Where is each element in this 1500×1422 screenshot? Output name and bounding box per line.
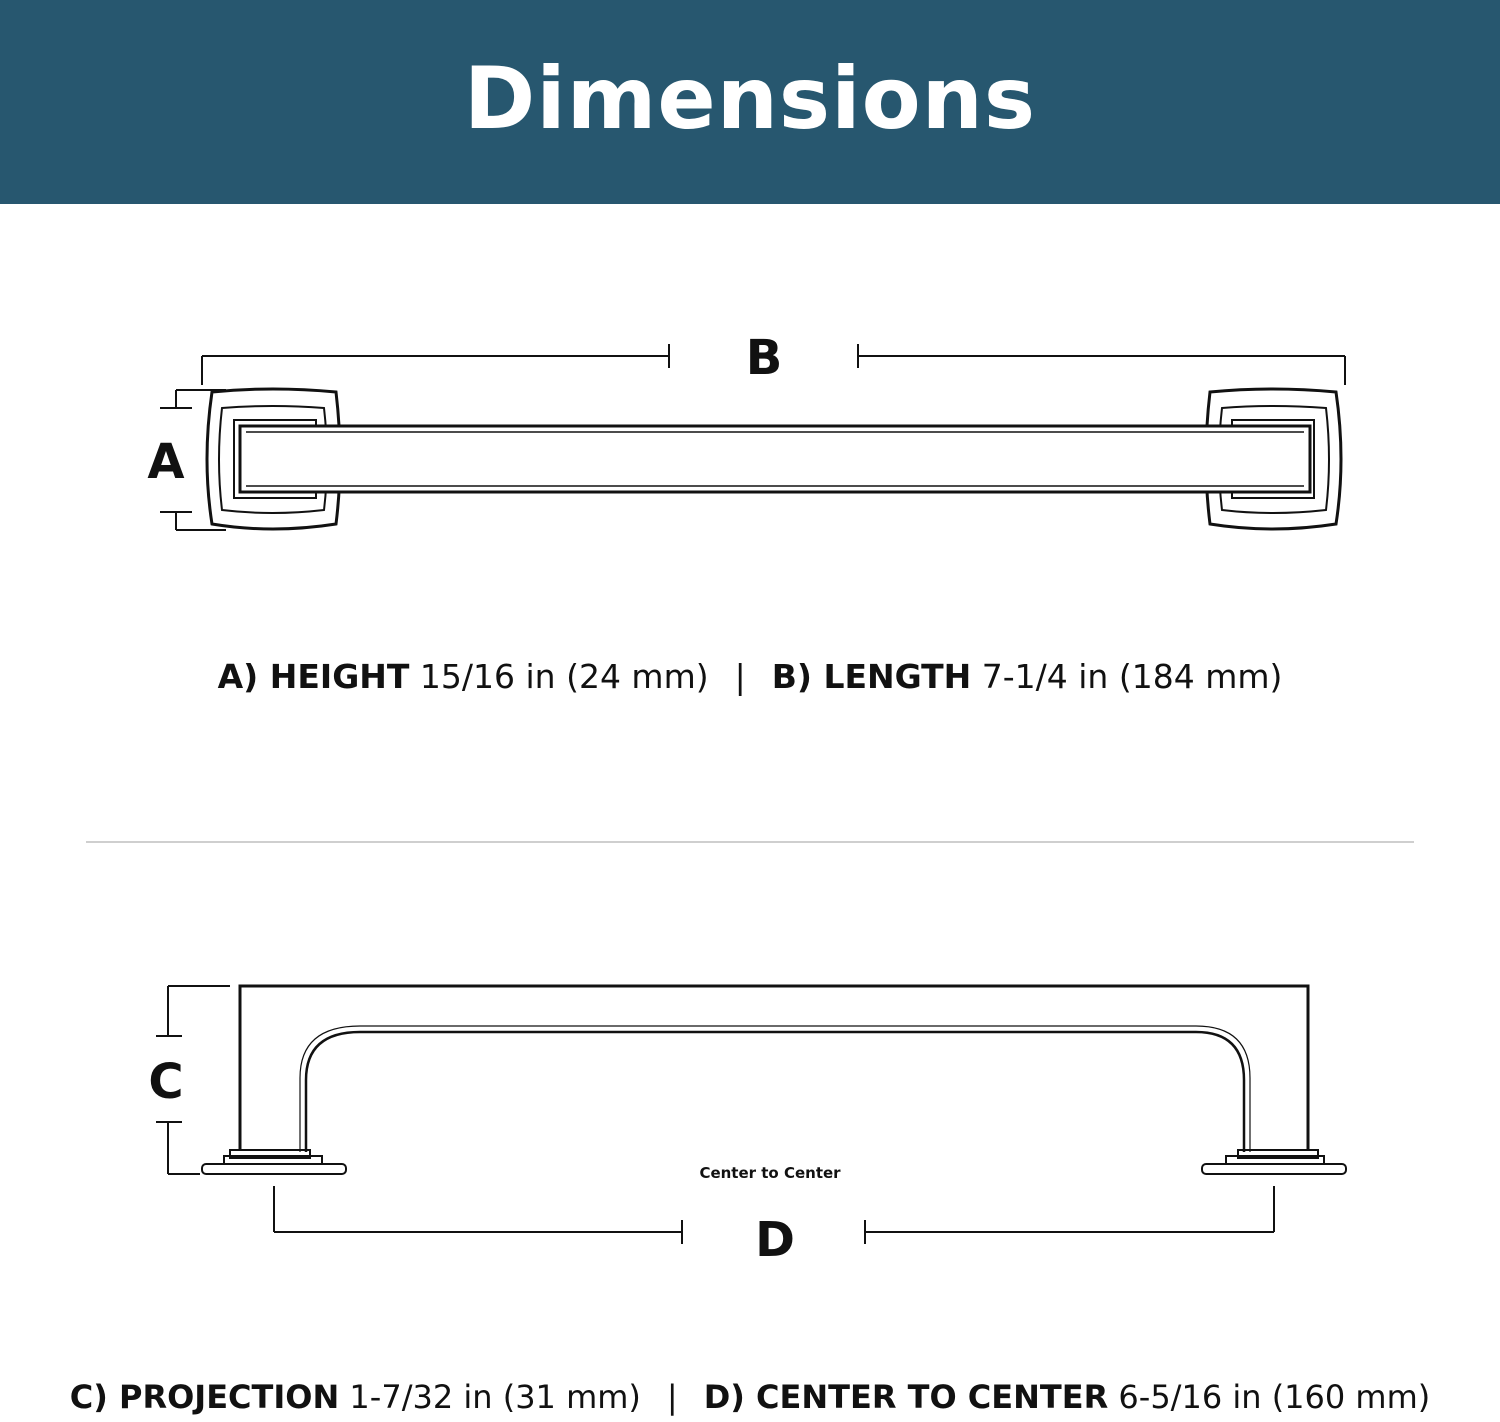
height-value: 15/16 in (24 mm) — [419, 657, 709, 696]
caption-height-length: A) HEIGHT 15/16 in (24 mm) | B) LENGTH 7-1… — [0, 657, 1500, 696]
center-to-center-key: D) CENTER TO CENTER — [703, 1378, 1109, 1416]
label-a: A — [147, 434, 184, 490]
projection-value: 1-7/32 in (31 mm) — [349, 1378, 641, 1416]
handle-bar-top — [238, 424, 1312, 494]
caption-separator: | — [666, 1378, 678, 1416]
caption-separator: | — [734, 657, 746, 696]
length-key: B) LENGTH — [771, 657, 972, 696]
label-d: D — [755, 1212, 795, 1268]
handle-side-outline — [238, 984, 1310, 1152]
label-c: C — [148, 1054, 183, 1110]
dimension-b-line — [201, 344, 1346, 385]
label-b: B — [746, 330, 783, 386]
header-banner: Dimensions — [0, 0, 1500, 204]
page-title: Dimensions — [463, 49, 1037, 149]
top-view-drawing — [160, 344, 1346, 531]
dimension-d-line — [273, 1186, 1275, 1244]
dimension-c-line — [156, 985, 230, 1175]
center-to-center-value: 6-5/16 in (160 mm) — [1118, 1378, 1431, 1416]
height-key: A) HEIGHT — [217, 657, 410, 696]
left-foot-side — [201, 1149, 347, 1175]
caption-projection-center: C) PROJECTION 1-7/32 in (31 mm) | D) CENTE… — [0, 1378, 1500, 1416]
length-value: 7-1/4 in (184 mm) — [981, 657, 1283, 696]
projection-key: C) PROJECTION — [69, 1378, 340, 1416]
center-to-center-label: Center to Center — [699, 1164, 841, 1182]
section-divider — [86, 841, 1414, 843]
side-view-drawing — [156, 984, 1347, 1244]
right-foot-side — [1201, 1149, 1347, 1175]
